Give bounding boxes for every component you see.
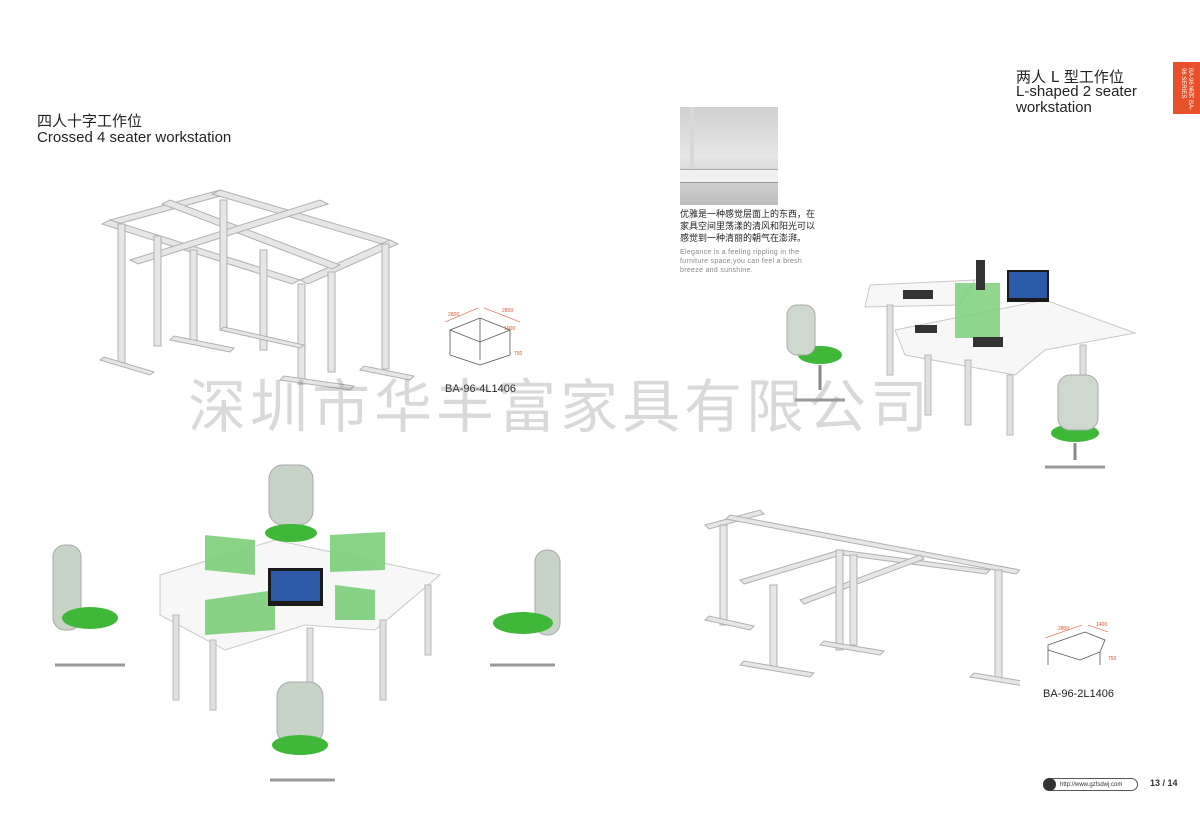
crossed-workstation-render — [52, 464, 561, 782]
watermark: 深圳市华丰富家具有限公司 — [188, 373, 933, 441]
dim-label: 2800 — [1058, 626, 1069, 632]
l-shaped-workstation-render — [786, 260, 1137, 469]
website-url[interactable]: http://www.gzfsdwj.com — [1043, 778, 1138, 791]
l-dims-drawing: 2800 1400 750 — [1044, 622, 1117, 665]
left-title-en: Crossed 4 seater workstation — [37, 129, 232, 146]
dim-label: 2800 — [448, 312, 459, 318]
dim-label: 750 — [514, 351, 523, 357]
right-title-en-line1: L-shaped 2 seater — [1016, 83, 1137, 100]
right-title-en-line2: workstation — [1016, 99, 1092, 116]
left-model-code: BA-96-4L1406 — [445, 383, 516, 395]
cross-dims-drawing: 2800 2800 1000 750 — [444, 307, 523, 366]
detail-caption-cn: 优雅是一种感觉层面上的东西，在 家具空间里荡漾的清风和阳光可以 感觉到一种清丽的… — [680, 210, 816, 244]
search-icon — [1043, 778, 1056, 791]
right-title-cn: 两人 L 型工作位 — [1016, 68, 1124, 86]
dim-label: 750 — [1108, 656, 1117, 662]
series-side-tab: BA-96 系列 BA-96 SERIES — [1173, 62, 1200, 114]
detail-caption-en: Elegance is a feeling rippling in the fu… — [680, 249, 803, 274]
dim-label: 2800 — [502, 308, 513, 314]
frame-detail-photo — [680, 107, 778, 205]
l-frame-illustration — [704, 509, 1020, 686]
right-model-code: BA-96-2L1406 — [1043, 688, 1114, 700]
page-number: 13 / 14 — [1150, 778, 1178, 788]
dim-label: 1000 — [504, 326, 515, 332]
dim-label: 1400 — [1096, 622, 1107, 628]
cross-frame-illustration — [98, 189, 416, 391]
left-title-cn: 四人十字工作位 — [37, 112, 143, 130]
